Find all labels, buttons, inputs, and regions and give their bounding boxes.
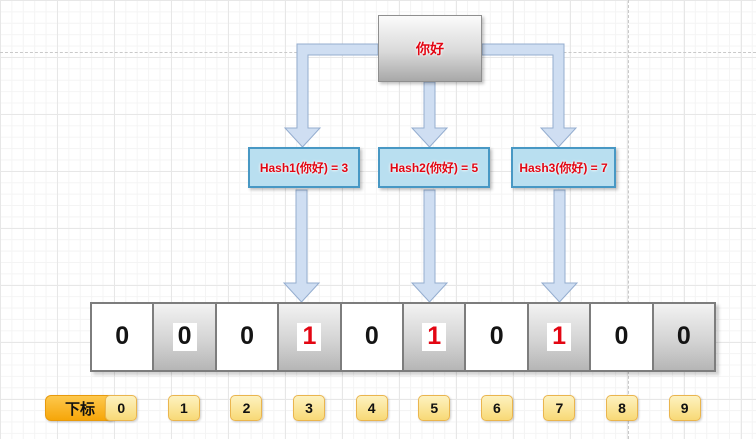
index-chip-1: 1 <box>167 395 200 421</box>
hash1-box: Hash1(你好) = 3 <box>248 147 360 188</box>
bit-value-9: 0 <box>676 322 691 351</box>
arrow-input-to-hash1 <box>283 43 379 148</box>
index-chip-4: 4 <box>355 395 388 421</box>
bit-cell-6: 0 <box>464 302 529 372</box>
hash3-label: Hash3(你好) = 7 <box>519 161 608 175</box>
bit-value-1: 0 <box>172 323 197 351</box>
index-chip-5: 5 <box>418 395 451 421</box>
bit-value-7: 1 <box>547 323 571 351</box>
bit-value-5: 1 <box>422 323 447 351</box>
index-chip-0: 0 <box>105 395 138 421</box>
arrow-hash2-to-cell5 <box>410 189 449 303</box>
bit-value-0: 0 <box>115 322 130 351</box>
bit-value-2: 0 <box>240 322 254 351</box>
bit-cell-4: 0 <box>339 302 405 372</box>
input-word-label: 你好 <box>416 40 444 57</box>
index-chip-7: 7 <box>543 395 576 421</box>
hash2-label: Hash2(你好) = 5 <box>389 161 479 175</box>
index-row: 0 1 2 3 4 5 6 7 8 9 <box>90 395 716 421</box>
bit-cell-9: 0 <box>651 302 717 372</box>
bit-value-4: 0 <box>364 322 379 351</box>
index-chip-8: 8 <box>606 395 639 421</box>
bit-value-6: 0 <box>489 322 504 351</box>
page-boundary-vertical <box>628 0 629 439</box>
hash1-label: Hash1(你好) = 3 <box>259 161 349 175</box>
input-word-box: 你好 <box>378 15 482 82</box>
index-chip-9: 9 <box>668 395 701 421</box>
bit-value-8: 0 <box>614 322 629 351</box>
arrow-hash3-to-cell7 <box>540 189 579 303</box>
bit-value-3: 1 <box>297 323 322 351</box>
bit-cell-5: 1 <box>402 302 467 372</box>
arrow-hash1-to-cell3 <box>282 189 321 303</box>
hash3-box: Hash3(你好) = 7 <box>511 147 616 188</box>
index-chip-3: 3 <box>293 395 326 421</box>
bit-cell-2: 0 <box>214 302 280 372</box>
bit-cell-8: 0 <box>589 302 654 372</box>
bit-array: 0 0 0 1 0 1 0 1 0 0 <box>90 302 717 372</box>
index-row-label: 下标 <box>45 395 115 421</box>
arrow-input-to-hash3 <box>481 43 578 148</box>
bit-cell-1: 0 <box>152 302 217 372</box>
bit-cell-0: 0 <box>90 302 155 372</box>
index-chip-6: 6 <box>480 395 513 421</box>
arrow-input-to-hash2 <box>410 81 449 148</box>
index-chip-2: 2 <box>230 395 263 421</box>
bit-cell-3: 1 <box>277 302 342 372</box>
bit-cell-7: 1 <box>526 302 592 372</box>
hash2-box: Hash2(你好) = 5 <box>378 147 490 188</box>
